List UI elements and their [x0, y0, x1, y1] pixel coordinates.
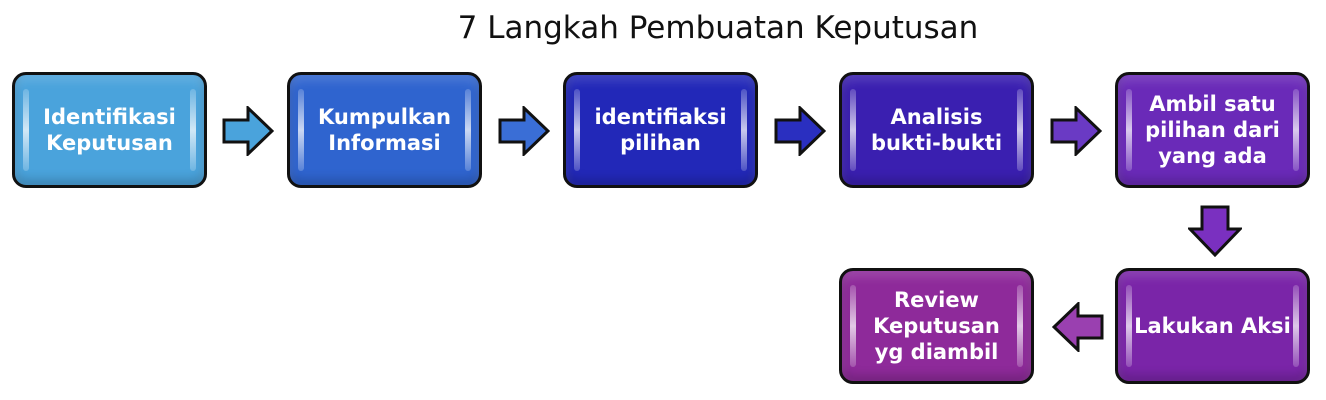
step-6-lakukan-aksi: Lakukan Aksi: [1115, 268, 1310, 384]
step-label: Ambil satu pilihan dari yang ada: [1145, 92, 1280, 168]
arrow-right-icon: [774, 106, 826, 156]
step-1-identifikasi-keputusan: Identifikasi Keputusan: [12, 72, 207, 188]
step-4-analisis-bukti: Analisis bukti-bukti: [839, 72, 1034, 188]
arrow-left-icon: [1052, 302, 1104, 352]
step-3-identifikasi-pilihan: identifiaksi pilihan: [563, 72, 758, 188]
arrow-right-icon: [1050, 106, 1102, 156]
step-5-ambil-pilihan: Ambil satu pilihan dari yang ada: [1115, 72, 1310, 188]
step-label: Identifikasi Keputusan: [43, 105, 176, 155]
arrow-down-icon: [1188, 205, 1242, 257]
step-7-review-keputusan: Review Keputusan yg diambil: [839, 268, 1034, 384]
step-label: Review Keputusan yg diambil: [873, 288, 1000, 364]
step-label: Lakukan Aksi: [1134, 314, 1291, 338]
arrow-right-icon: [498, 106, 550, 156]
arrow-right-icon: [222, 106, 274, 156]
step-label: identifiaksi pilihan: [594, 105, 727, 155]
diagram-title: 7 Langkah Pembuatan Keputusan: [457, 10, 979, 46]
step-label: Kumpulkan Informasi: [317, 105, 451, 155]
step-label: Analisis bukti-bukti: [870, 105, 1003, 155]
step-2-kumpulkan-informasi: Kumpulkan Informasi: [287, 72, 482, 188]
